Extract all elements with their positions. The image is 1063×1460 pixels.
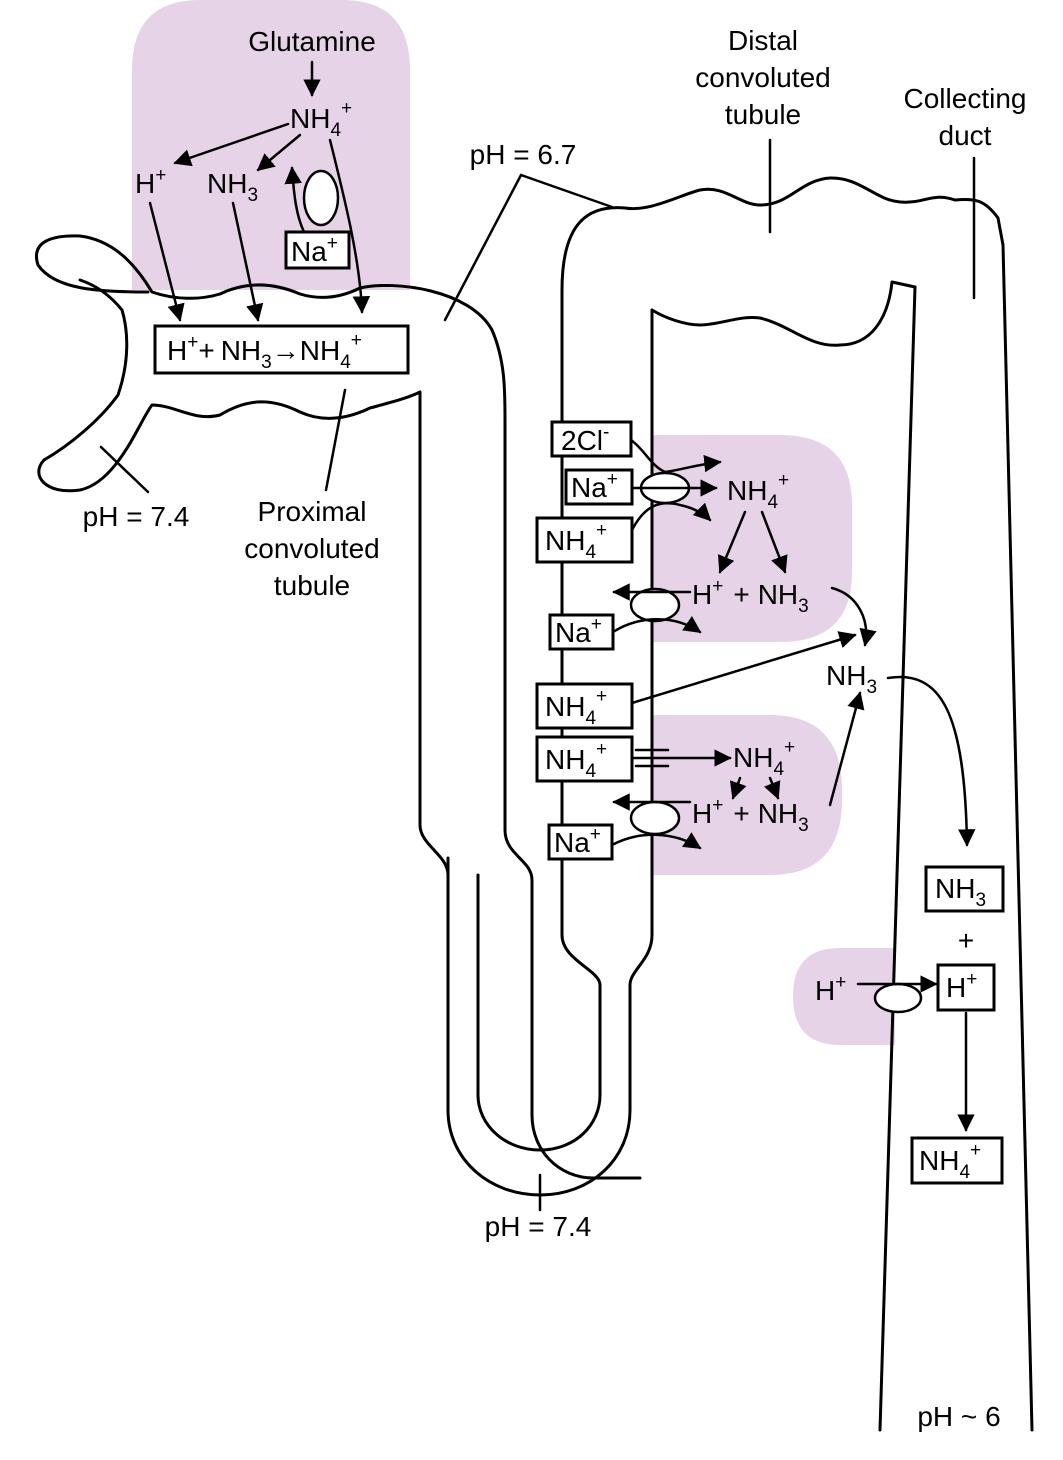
- proximal-cell-region: [132, 0, 410, 290]
- box-nh4-lower: [535, 735, 634, 783]
- chem-nh3-interstitial: NH3: [826, 660, 877, 698]
- chem-nh4-lumen-mid: NH4+: [545, 686, 607, 729]
- arrow-nh4-to-h-upper: [717, 510, 747, 574]
- proximal-tubule-curl: [42, 278, 129, 462]
- chem-nh4-upper: NH4+: [545, 520, 607, 563]
- chem-nh4-cell-lower: NH4+: [733, 737, 795, 780]
- na-exchanger-proximal: [302, 169, 340, 227]
- chem-lumen-reaction: H++NH3→NH4+: [167, 330, 362, 373]
- label-ph-loop: pH = 7.4: [485, 1211, 592, 1242]
- box-nh3-duct: [924, 865, 1005, 913]
- box-h-duct: [936, 963, 996, 1012]
- label-ph-duct: pH ~ 6: [917, 1401, 1000, 1432]
- duct-cell-region: [793, 948, 895, 1045]
- chem-na-lower: Na+: [554, 824, 601, 858]
- arrow-nh4-to-nh3-lower: [764, 776, 781, 800]
- distal-tubule-top-wall: [623, 176, 1005, 247]
- arrow-na-in-upper: [611, 615, 702, 634]
- arrow-na-exchanger-proximal: [284, 166, 306, 234]
- label-ph-cortex: pH = 6.7: [470, 139, 577, 170]
- arrow-nh3-to-interstitium: [830, 586, 877, 647]
- box-na-lower: [547, 823, 614, 861]
- arrow-nh3-into-lumen: [231, 201, 264, 322]
- chem-h-duct: H+: [946, 969, 977, 1003]
- chem-2cl: 2Cl-: [561, 422, 609, 456]
- label-distal-3: tubule: [725, 99, 801, 130]
- label-glutamine: Glutamine: [248, 26, 376, 57]
- chem-plus-duct: +: [958, 925, 974, 956]
- chem-nh3-proximal: NH3: [207, 168, 258, 206]
- label-collecting-1: Collecting: [904, 83, 1027, 114]
- arrow-h-into-lumen: [148, 201, 185, 322]
- chem-h-duct-cell: H+: [815, 972, 846, 1006]
- label-proximal-2: convoluted: [244, 533, 379, 564]
- chem-h-nh3-upper: H++NH3: [692, 576, 809, 617]
- arrow-nh4-to-h: [173, 122, 290, 167]
- leader-ph-proximal: [99, 445, 150, 494]
- chem-nh4-lower: NH4+: [545, 739, 607, 782]
- box-nh4-duct: [910, 1136, 1004, 1185]
- box-nh4-lumen-mid: [535, 682, 634, 730]
- loop-cell-lower: [652, 715, 842, 875]
- chem-h-proximal: H+: [135, 165, 166, 199]
- arrow-nh4-to-h-lower: [729, 776, 747, 800]
- arrow-nh3-lower-to-interstitium: [828, 691, 865, 807]
- leader-ph-cortex: [443, 173, 614, 322]
- proton-pump-duct: [873, 982, 923, 1014]
- arrow-na-in-lower: [610, 832, 702, 850]
- label-ph-proximal: pH = 7.4: [83, 501, 190, 532]
- collecting-duct-right-wall: [1001, 243, 1034, 1432]
- loop-inner-lumen: [476, 206, 627, 1152]
- chem-nh4-proximal: NH4+: [290, 98, 352, 141]
- arrow-nh4-paracellular: [630, 631, 857, 705]
- chem-nh3-duct: NH3: [935, 873, 986, 911]
- label-distal-1: Distal: [728, 25, 798, 56]
- box-nh4-upper: [535, 516, 634, 564]
- chem-nh4-duct: NH4+: [919, 1140, 981, 1183]
- arrow-2cl-transport: [629, 438, 722, 474]
- arrow-nh4-to-nh3: [256, 133, 302, 172]
- chem-na-upper: Na+: [571, 469, 618, 503]
- box-lumen-reaction: [153, 324, 410, 375]
- box-na-proximal: [284, 230, 351, 270]
- label-proximal-3: tubule: [274, 570, 350, 601]
- leader-proximal: [324, 388, 347, 492]
- label-distal-2: convoluted: [695, 62, 830, 93]
- box-na-mid: [548, 613, 615, 651]
- label-collecting-2: duct: [939, 120, 992, 151]
- proximal-tubule-inner-wall: [37, 390, 450, 877]
- distal-tubule-bottom-wall: [650, 280, 917, 347]
- nhe-exchanger-upper: [629, 587, 681, 623]
- loop-outer-bottom: [446, 308, 654, 1197]
- chem-na-mid: Na+: [555, 614, 602, 648]
- arrow-nh4-transport: [630, 502, 712, 532]
- chem-nh4-cell-upper: NH4+: [727, 470, 789, 513]
- arrow-nh3-into-duct: [886, 675, 976, 847]
- loop-cell-upper: [652, 435, 852, 642]
- chem-na-proximal: Na+: [291, 233, 338, 267]
- nhe-exchanger-lower: [629, 800, 681, 836]
- label-proximal-1: Proximal: [258, 496, 367, 527]
- proximal-tubule-outer-wall: [35, 234, 642, 1180]
- collecting-duct-left-wall: [878, 285, 917, 1432]
- arrow-nh4-to-nh3-upper: [760, 510, 788, 574]
- arrow-nh4-into-lumen: [328, 138, 371, 314]
- chem-h-nh3-lower: H++NH3: [692, 795, 809, 836]
